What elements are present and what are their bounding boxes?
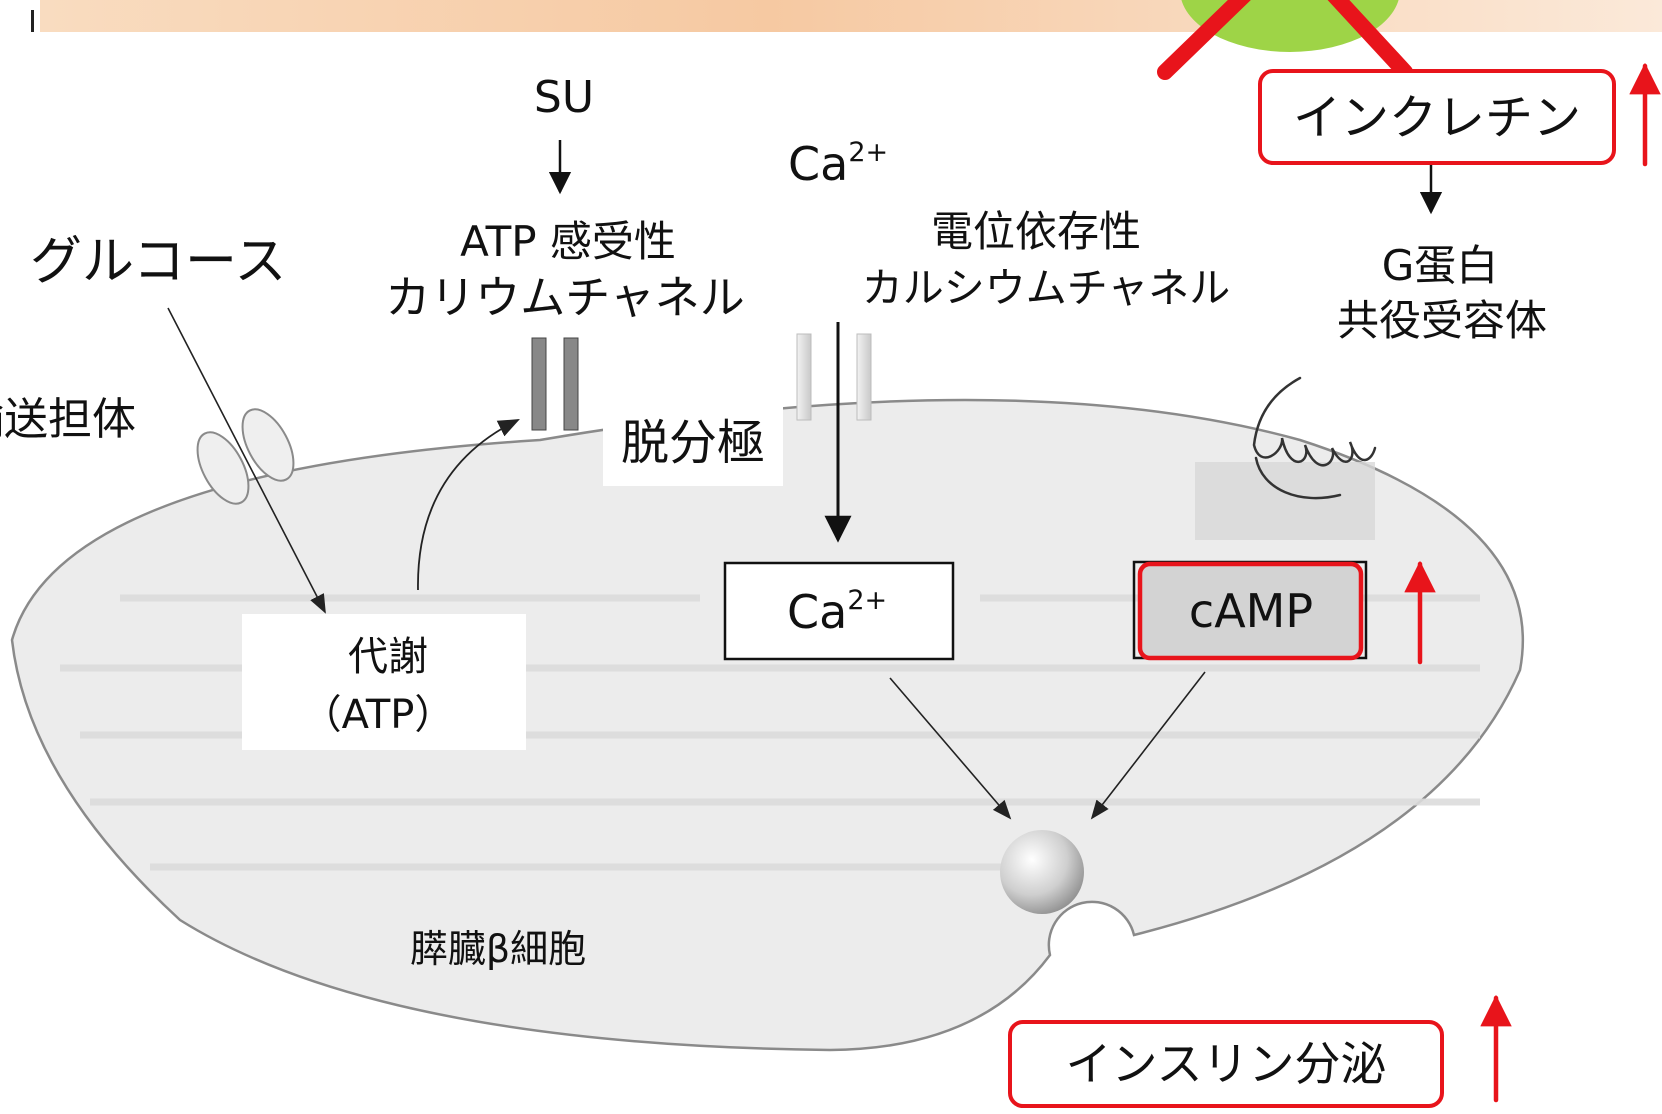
glucose-transporter [196,408,295,505]
camp-label: cAMP [1189,584,1313,638]
depolarization-label: 脱分極 [621,415,765,471]
camp-to-granule-arrow [1090,671,1206,820]
cell-name-label: 膵臓β細胞 [410,927,586,971]
transporter-label: 輸送担体 [0,394,136,445]
camp-box [1137,561,1364,661]
header-bar [40,0,1662,32]
calcium-channel [796,333,872,421]
calcium-inside-label: Ca2+ [787,585,887,639]
metabolism-label-line2: （ATP） [302,692,455,738]
calcium-inside-superscript: 2+ [847,585,887,616]
katp-channel-label-line2: カリウムチャネル [385,271,745,324]
calcium-channel-label-line1: 電位依存性 [931,207,1141,256]
depolarization-box [603,398,783,486]
insulin-secretion-box [1008,1020,1444,1108]
insulin-secretion-label: インスリン分泌 [1065,1037,1386,1091]
metabolism-to-channel-arrow [417,419,520,591]
red-x-icon [1157,0,1413,80]
calcium-outside-superscript: 2+ [848,137,888,168]
metabolism-label-line1: 代謝 [348,634,428,680]
metabolism-box [242,614,526,750]
su-label: SU [534,72,594,123]
glucose-label: グルコース [30,232,286,292]
calcium-outside-label: Ca2+ [788,137,888,191]
calcium-outside-base: Ca [788,137,848,191]
calcium-inside-box [723,561,955,661]
secretory-granule-icon [1000,830,1084,914]
incretin-label: インクレチン [1293,90,1581,146]
incretin-box [1258,69,1616,165]
calcium-to-granule-arrow [889,677,1012,820]
gpcr-label-line1: G蛋白 [1382,241,1499,290]
katp-channel [531,337,579,431]
gpcr-icon [1252,376,1377,500]
receptor-shadow [1195,462,1375,540]
glucose-arrow [167,307,326,614]
calcium-inside-base: Ca [787,585,847,639]
gpcr-label-line2: 共役受容体 [1337,296,1547,345]
header-bar-tick [31,10,34,32]
calcium-channel-label-line2: カルシウムチャネル [862,264,1231,312]
katp-channel-label-line1: ATP 感受性 [460,217,676,266]
